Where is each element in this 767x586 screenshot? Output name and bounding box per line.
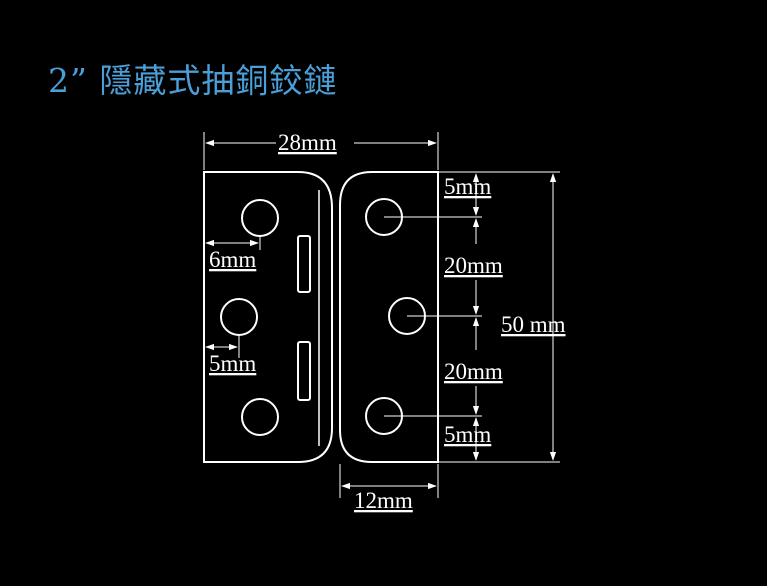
hinge-right-leaf [339,171,439,463]
hinge-left-leaf [203,171,333,463]
label-total-height: 50 mm [501,312,566,337]
label-top-margin: 5mm [444,174,491,199]
label-hole-to-edge: 5mm [209,351,256,376]
label-total-width: 28mm [278,130,337,155]
label-bottom-margin: 5mm [444,422,491,447]
label-hole-spacing-lower: 20mm [444,359,503,384]
screw-hole [220,298,258,336]
diagram-title: 2” 隱藏式抽銅鉸鏈 [48,61,338,100]
label-hole-spacing-upper: 20mm [444,253,503,278]
knuckle-tab-upper [297,235,311,293]
knuckle-tab-lower [297,341,311,401]
screw-hole [241,199,279,237]
label-leaf-width: 12mm [354,488,413,513]
screw-hole [241,398,279,436]
label-hole-edge-offset: 6mm [209,247,256,272]
